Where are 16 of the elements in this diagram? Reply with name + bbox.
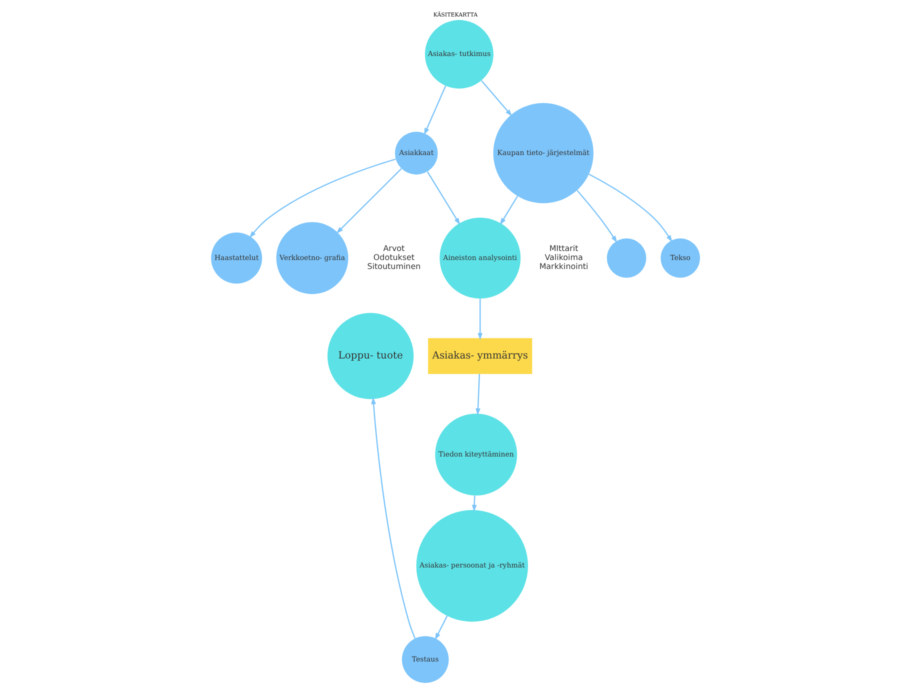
arrow <box>426 171 460 225</box>
arrow <box>588 174 672 242</box>
arrow <box>500 196 518 226</box>
arrow <box>472 496 477 512</box>
arrow <box>249 158 396 238</box>
node-circle <box>606 238 646 278</box>
arrow <box>480 80 512 116</box>
arrow <box>424 86 446 136</box>
arrow <box>336 168 402 234</box>
node-circle: Loppu- tuote <box>327 312 414 400</box>
arrow <box>478 298 483 340</box>
node-box: Asiakas- ymmärrys <box>428 338 532 374</box>
arrow <box>576 190 618 243</box>
arrow <box>371 397 416 639</box>
arrow <box>476 374 480 416</box>
arrow <box>434 616 448 640</box>
